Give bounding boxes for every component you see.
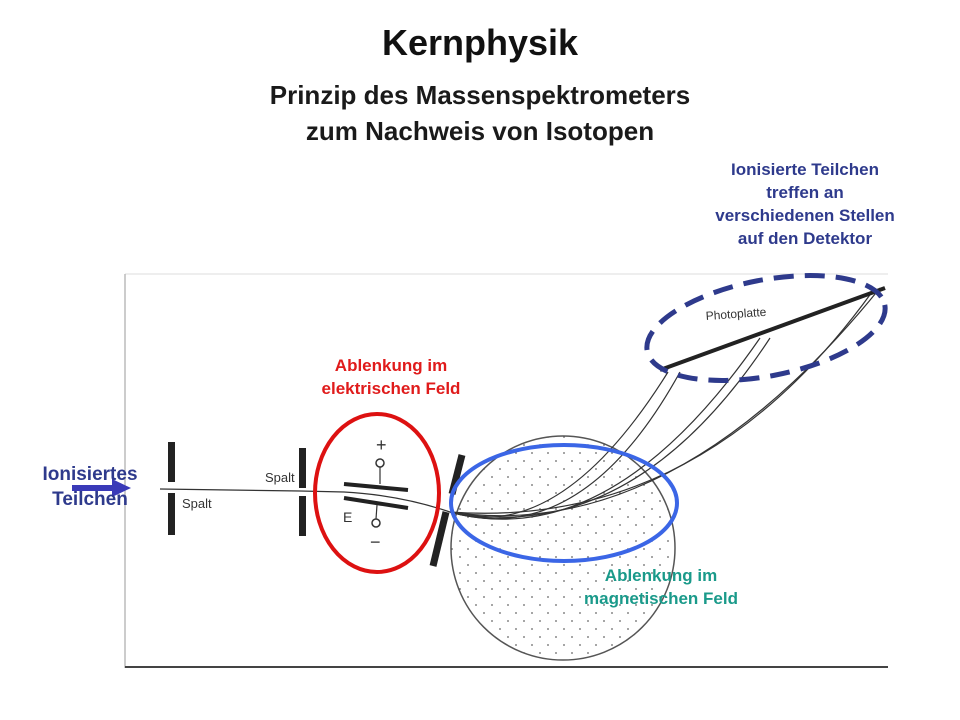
- magnetic-field-region: [450, 435, 676, 661]
- electric-field-annotation-line: elektrischen Feld: [321, 379, 461, 398]
- detector-annotation-line: Ionisierte Teilchen: [730, 160, 879, 179]
- slit-2-lower-plate: [299, 496, 306, 536]
- detector-highlight: [644, 273, 888, 383]
- photoplate-label: Photoplatte: [705, 305, 767, 323]
- electric-field-annotation: Ablenkung im elektrischen Feld: [276, 354, 506, 400]
- particle-annotation-line: Teilchen: [52, 489, 128, 510]
- capacitor-lower-plate: [343, 496, 409, 510]
- capacitor-upper-plate: [343, 482, 409, 492]
- magnetic-field-annotation-line: Ablenkung im: [604, 566, 718, 585]
- slit-1-label: Spalt: [182, 496, 212, 511]
- negative-lead: [375, 504, 378, 520]
- electric-field-annotation-line: Ablenkung im: [334, 356, 448, 375]
- particle-arrow-icon: [112, 479, 131, 497]
- minus-sign: −: [370, 532, 381, 552]
- slit-3-lower-plate: [429, 511, 450, 567]
- detector-annotation-line: treffen an: [766, 183, 844, 202]
- ion-trajectory-3b: [449, 291, 873, 514]
- photo-plate: [659, 286, 886, 372]
- negative-terminal: [371, 518, 381, 528]
- magnetic-field-highlight: [449, 443, 679, 563]
- ion-trajectory-2b: [449, 337, 771, 518]
- particle-annotation: Ionisiertes Teilchen: [20, 462, 160, 512]
- magnetic-field-annotation-line: magnetischen Feld: [584, 589, 738, 608]
- slit-1-upper-plate: [168, 442, 175, 482]
- subtitle-line-2: zum Nachweis von Isotopen: [305, 116, 655, 146]
- detector-annotation-line: auf den Detektor: [737, 229, 873, 248]
- slit-2-label: Spalt: [265, 470, 295, 485]
- slit-1-lower-plate: [168, 493, 175, 535]
- ion-trajectory-2: [449, 337, 761, 520]
- subtitle-line-1: Prinzip des Massenspektrometers: [269, 80, 691, 110]
- detector-annotation-line: verschiedenen Stellen: [715, 206, 895, 225]
- magnetic-field-annotation: Ablenkung im magnetischen Feld: [546, 564, 776, 610]
- plus-sign: +: [376, 435, 387, 455]
- main-title: Kernphysik: [381, 22, 579, 63]
- slit-2-upper-plate: [299, 448, 306, 488]
- positive-terminal: [375, 458, 385, 468]
- ion-trajectory-1: [449, 371, 669, 518]
- detector-annotation: Ionisierte Teilchen treffen an verschied…: [680, 158, 930, 250]
- electric-field-highlight: [313, 412, 441, 574]
- field-e-label: E: [343, 509, 352, 525]
- particle-annotation-line: Ionisiertes: [42, 464, 138, 485]
